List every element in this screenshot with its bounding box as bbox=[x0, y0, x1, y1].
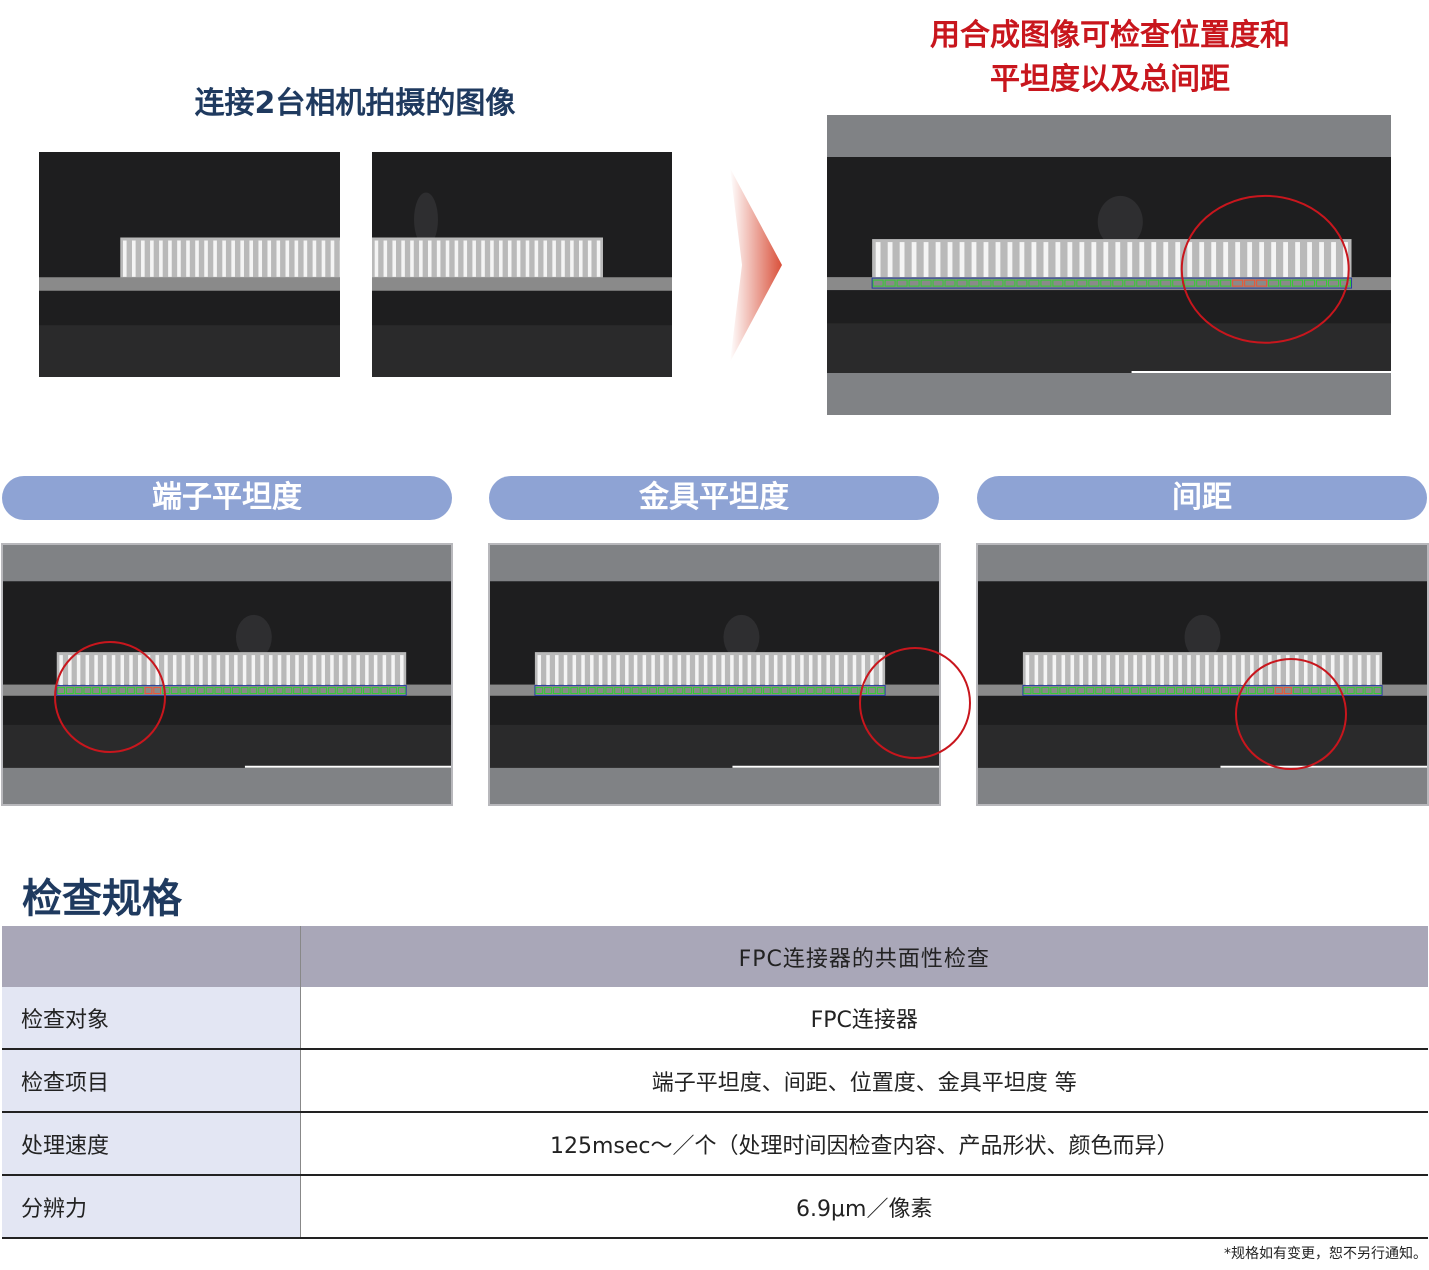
table-row: 检查对象 FPC连接器 bbox=[2, 987, 1428, 1049]
row-value: 125msec～／个（处理时间因检查内容、产品形状、颜色而异） bbox=[549, 1133, 1179, 1159]
label-pitch: 间距 bbox=[977, 476, 1427, 520]
highlight-circle bbox=[859, 647, 971, 759]
bracket-flatness-image bbox=[488, 543, 941, 806]
spec-title: 检查规格 bbox=[22, 876, 182, 922]
table-row: 检查项目 端子平坦度、间距、位置度、金具平坦度 等 bbox=[2, 1049, 1428, 1112]
highlight-circle bbox=[54, 641, 166, 753]
camera-image-left bbox=[39, 152, 340, 377]
highlight-circle bbox=[1180, 194, 1350, 344]
terminal-flatness-image bbox=[1, 543, 453, 806]
row-value: 6.9μm／像素 bbox=[796, 1196, 933, 1222]
table-header-row: FPC连接器的共面性检查 bbox=[2, 926, 1428, 987]
arrow-icon bbox=[728, 168, 784, 362]
highlight-circles bbox=[54, 641, 1347, 770]
table-row: 处理速度 125msec～／个（处理时间因检查内容、产品形状、颜色而异） bbox=[2, 1112, 1428, 1175]
composite-image bbox=[827, 115, 1391, 415]
label-bracket-flatness: 金具平坦度 bbox=[489, 476, 939, 520]
highlight-circle bbox=[1235, 658, 1347, 770]
row-value: 端子平坦度、间距、位置度、金具平坦度 等 bbox=[651, 1070, 1077, 1096]
spec-table: FPC连接器的共面性检查 检查对象 FPC连接器 检查项目 端子平坦度、间距、位置度… bbox=[2, 926, 1428, 1239]
row-label: 检查对象 bbox=[2, 987, 301, 1049]
caption-composite: 用合成图像可检查位置度和 平坦度以及总间距 bbox=[860, 14, 1360, 102]
caption-composite-line2: 平坦度以及总间距 bbox=[990, 62, 1230, 97]
footnote: *规格如有变更，恕不另行通知。 bbox=[1224, 1246, 1427, 1262]
row-value: FPC连接器 bbox=[810, 1007, 918, 1033]
row-label: 分辨力 bbox=[2, 1175, 301, 1238]
table-row: 分辨力 6.9μm／像素 bbox=[2, 1175, 1428, 1238]
camera-image-right bbox=[372, 152, 672, 377]
label-terminal-flatness: 端子平坦度 bbox=[2, 476, 452, 520]
pitch-image bbox=[976, 543, 1429, 806]
table-header: FPC连接器的共面性检查 bbox=[738, 946, 990, 972]
caption-composite-line1: 用合成图像可检查位置度和 bbox=[930, 18, 1290, 53]
row-label: 处理速度 bbox=[2, 1112, 301, 1175]
caption-two-cameras: 连接2台相机拍摄的图像 bbox=[194, 86, 516, 121]
row-label: 检查项目 bbox=[2, 1049, 301, 1112]
